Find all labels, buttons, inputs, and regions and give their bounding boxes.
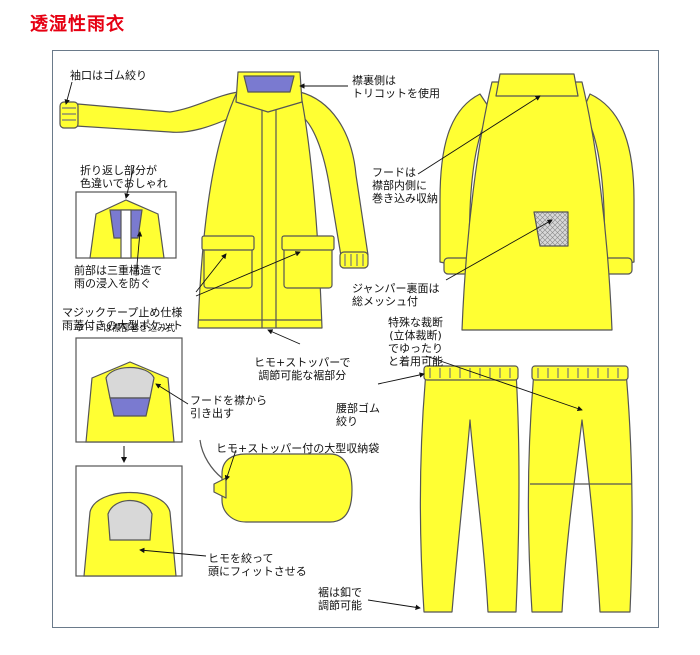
label-cuff: 袖口はゴム絞り <box>70 69 147 82</box>
label-fold-color: 折り返し部分が色違いでおしゃれ <box>80 164 168 190</box>
label-waist: 腰部ゴム絞り <box>336 402 380 428</box>
label-pull-hood: フードを襟から引き出す <box>190 394 267 420</box>
front-pants-illustration <box>419 365 520 613</box>
label-hem-button: 裾は釦で調節可能 <box>318 586 362 612</box>
label-triple-front: 前部は三重構造で雨の浸入を防ぐ <box>74 264 162 290</box>
label-hood-fit: ヒモを絞って頭にフィットさせる <box>208 552 307 578</box>
page-title: 透湿性雨衣 <box>30 14 125 35</box>
back-pants-illustration <box>527 365 633 613</box>
label-hood-in-collar: フードは襟部巻き込み式 <box>76 324 176 334</box>
back-jacket-illustration <box>439 73 635 331</box>
front-jacket-illustration <box>59 71 369 329</box>
label-special-cut: 特殊な裁断(立体裁断)でゆったりと着用可能 <box>388 316 443 368</box>
label-storage-bag: ヒモ+ストッパー付の大型収納袋 <box>216 442 380 455</box>
storage-bag-illustration <box>199 439 353 523</box>
label-mesh-lining: ジャンパー裏面は総メッシュ付 <box>352 282 440 308</box>
label-hood-stowed: フードは襟部内側に巻き込み収納 <box>372 166 438 205</box>
label-hem-cord: ヒモ+ストッパーで調節可能な裾部分 <box>254 356 351 382</box>
label-pockets: マジックテープ止め仕様雨蓋付きの大型ポケット <box>62 306 183 332</box>
label-collar-lining: 襟裏側はトリコットを使用 <box>352 74 440 100</box>
illustration-frame <box>52 50 659 628</box>
